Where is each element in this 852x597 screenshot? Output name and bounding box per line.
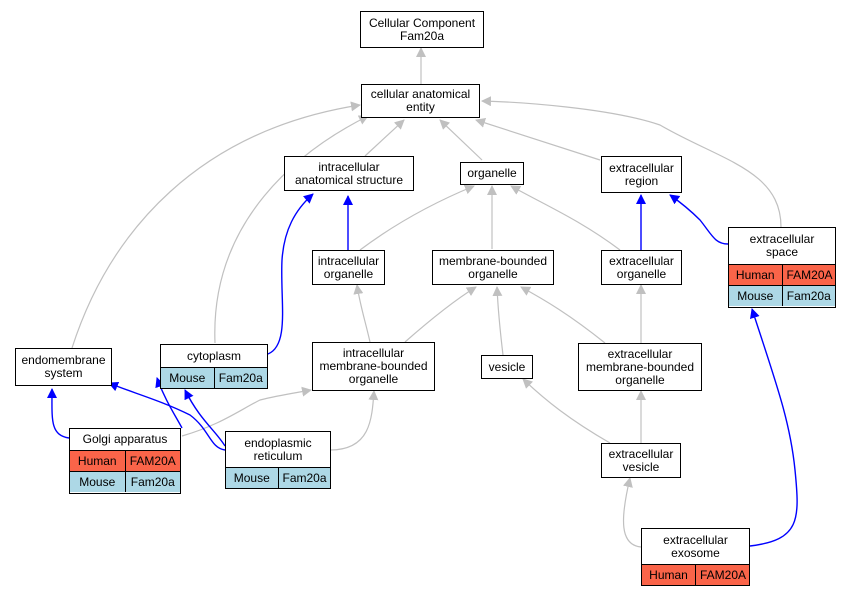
node-intracellular-anatomical-structure[interactable]: intracellular anatomical structure	[284, 156, 414, 191]
human-row: Human FAM20A	[642, 564, 749, 585]
mouse-row: Mouse Fam20a	[729, 285, 835, 306]
node-label: organelle	[467, 166, 517, 180]
edge-cyto-ias	[267, 193, 314, 355]
node-endomembrane-system[interactable]: endomembrane system	[15, 348, 112, 386]
edge-golgi-imbo	[181, 386, 312, 437]
species-cell: Human	[729, 264, 782, 286]
node-endoplasmic-reticulum[interactable]: endoplasmic reticulum Mouse Fam20a	[225, 431, 331, 489]
gene-cell: FAM20A	[781, 264, 835, 286]
node-extracellular-vesicle[interactable]: extracellular vesicle	[601, 443, 681, 478]
node-label: cytoplasm	[186, 348, 242, 363]
gene-cell: FAM20A	[124, 450, 180, 472]
edge-er-imbo	[329, 390, 379, 451]
node-label: extracellular vesicle	[608, 446, 674, 474]
species-cell: Mouse	[729, 285, 782, 306]
node-extracellular-region[interactable]: extracellular region	[601, 156, 682, 193]
node-cellular-anatomical-entity[interactable]: cellular anatomical entity	[361, 84, 480, 118]
node-label: Golgi apparatus	[82, 432, 168, 446]
node-label: endomembrane system	[21, 353, 106, 380]
edge-ems-cae	[71, 101, 361, 349]
gene-cell: Fam20a	[124, 471, 180, 492]
node-label: endoplasmic reticulum	[244, 435, 312, 463]
edge-ias-cae	[364, 119, 405, 157]
edge-imbo-mbo	[404, 286, 477, 343]
edge-golgi-ems	[46, 388, 70, 439]
edge-vesicle-mbo	[492, 286, 504, 356]
edge-ecs-ecr	[669, 194, 729, 245]
node-label: vesicle	[488, 359, 526, 374]
mouse-row: Mouse Fam20a	[226, 467, 330, 488]
node-extracellular-organelle[interactable]: extracellular organelle	[601, 250, 682, 285]
edge-ico-organelle	[359, 184, 475, 251]
node-cytoplasm[interactable]: cytoplasm Mouse Fam20a	[160, 344, 268, 389]
node-organelle[interactable]: organelle	[460, 162, 524, 185]
edge-embo-mbo	[520, 286, 606, 344]
node-cellular-component[interactable]: Cellular Component Fam20a	[360, 11, 484, 48]
edge-exo-ecv	[622, 477, 642, 548]
gene-table: Human FAM20A Mouse Fam20a	[70, 450, 180, 492]
gene-cell: FAM20A	[695, 564, 749, 585]
node-extracellular-space[interactable]: extracellular space Human FAM20A Mouse F…	[728, 227, 836, 308]
edge-er-cyto	[184, 389, 226, 447]
gene-cell: Fam20a	[781, 285, 835, 306]
gene-table: Human FAM20A Mouse Fam20a	[729, 264, 835, 306]
edge-ecs-cae	[481, 96, 782, 228]
edge-organelle-cae	[439, 119, 483, 161]
gene-table: Mouse Fam20a	[226, 467, 330, 488]
human-row: Human FAM20A	[70, 450, 180, 472]
mouse-row: Mouse Fam20a	[70, 471, 180, 492]
node-label: extracellular space	[749, 232, 815, 259]
node-golgi-apparatus[interactable]: Golgi apparatus Human FAM20A Mouse Fam20…	[69, 428, 181, 494]
species-cell: Mouse	[70, 471, 125, 492]
gene-table: Mouse Fam20a	[161, 367, 267, 388]
species-cell: Human	[642, 564, 696, 585]
edge-ecr-cae	[475, 118, 601, 161]
node-extracellular-membrane-bounded-organelle[interactable]: extracellular membrane-bounded organelle	[578, 343, 702, 391]
node-label: extracellular exosome	[663, 532, 728, 560]
edge-imbo-ico	[353, 284, 371, 343]
mouse-row: Mouse Fam20a	[161, 367, 267, 388]
node-label: extracellular organelle	[609, 253, 674, 281]
gene-cell: Fam20a	[213, 367, 267, 388]
edge-ecv-vesicle	[522, 378, 611, 444]
edge-cyto-cae	[214, 115, 369, 344]
species-cell: Human	[70, 450, 125, 472]
node-vesicle[interactable]: vesicle	[481, 355, 533, 379]
node-intracellular-membrane-bounded-organelle[interactable]: intracellular membrane-bounded organelle	[312, 342, 435, 391]
node-extracellular-exosome[interactable]: extracellular exosome Human FAM20A	[641, 528, 750, 586]
node-intracellular-organelle[interactable]: intracellular organelle	[312, 250, 385, 285]
species-cell: Mouse	[226, 467, 278, 488]
node-label: intracellular anatomical structure	[294, 159, 404, 187]
species-cell: Mouse	[161, 367, 214, 388]
edge-eco-organelle	[510, 185, 621, 251]
gene-cell: Fam20a	[277, 467, 330, 488]
edge-exo-ecs	[749, 308, 798, 547]
node-label: intracellular organelle	[317, 253, 380, 281]
node-membrane-bounded-organelle[interactable]: membrane-bounded organelle	[432, 250, 554, 285]
human-row: Human FAM20A	[729, 264, 835, 286]
edge-er-ems	[108, 381, 226, 451]
node-label: membrane-bounded organelle	[438, 253, 548, 281]
node-label: cellular anatomical entity	[370, 87, 471, 114]
gene-table: Human FAM20A	[642, 564, 749, 585]
node-label: extracellular region	[609, 160, 674, 188]
node-label: extracellular membrane-bounded organelle	[585, 346, 695, 387]
node-label: Cellular Component Fam20a	[368, 15, 476, 43]
node-label: intracellular membrane-bounded organelle	[319, 346, 428, 386]
